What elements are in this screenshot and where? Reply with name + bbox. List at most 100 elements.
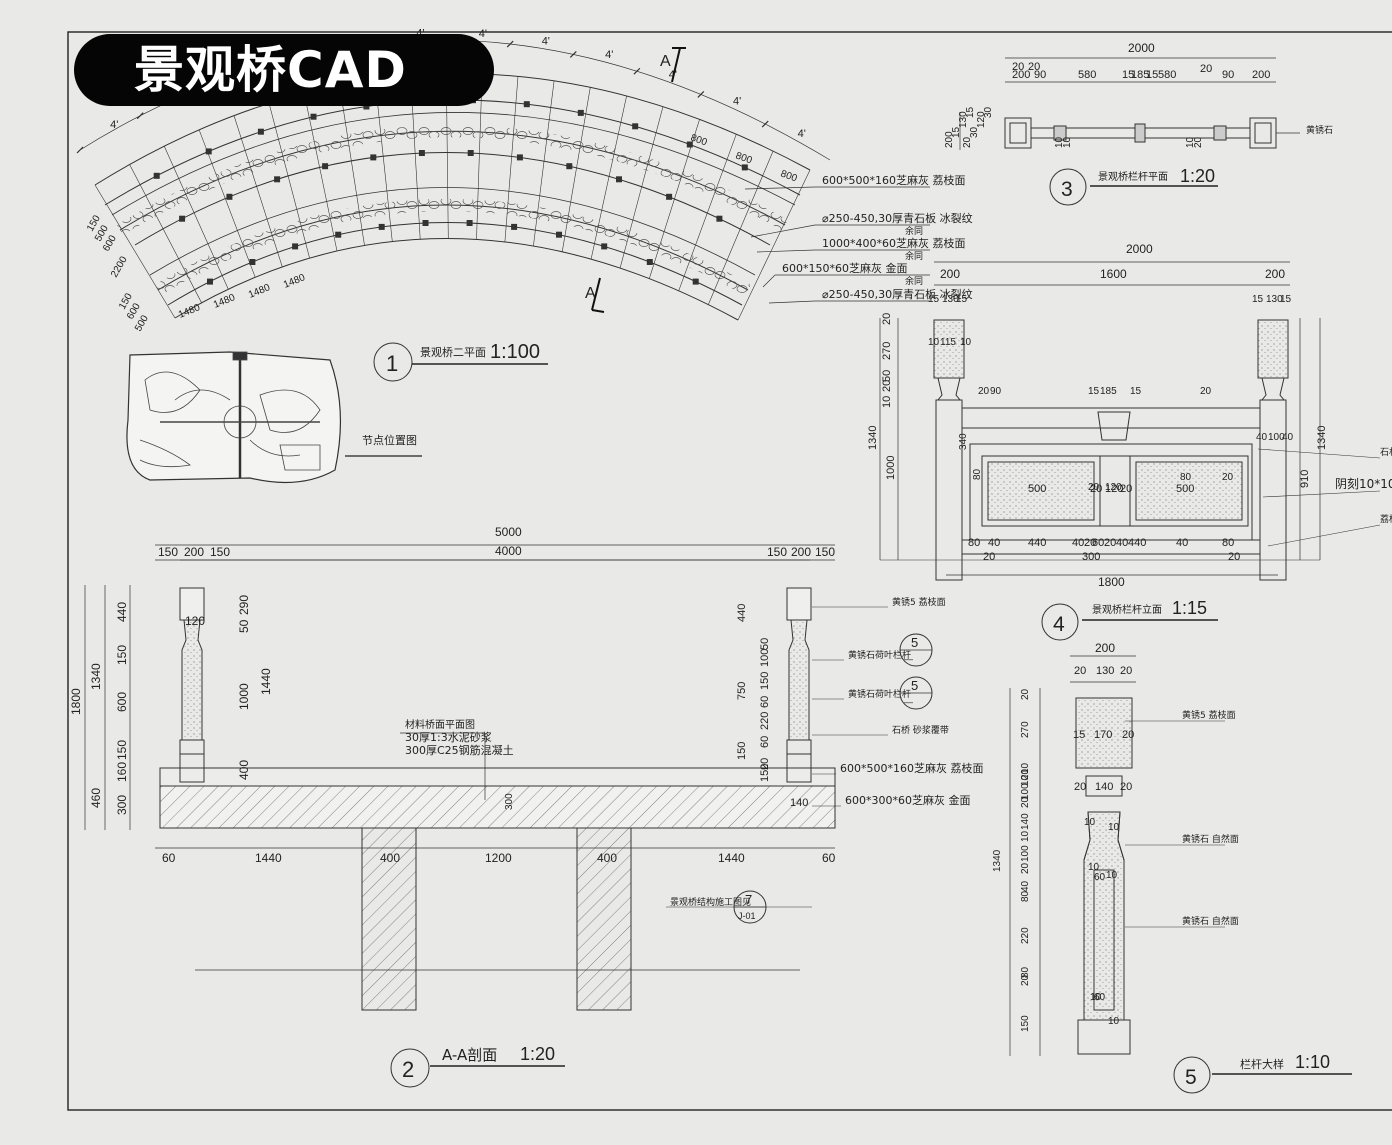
section-post-dimension: 50 (237, 619, 251, 633)
section-callout: 景观桥结构施工图见 (670, 896, 751, 908)
view5-shaft-dimension: 10 (1084, 817, 1096, 828)
plan-post (466, 220, 473, 226)
view4-post-dimension: 15 (956, 294, 968, 305)
view5-shaft-dimension: 10 (1090, 992, 1102, 1003)
dimension-line (504, 76, 519, 242)
view3-left-dimension: 20 (962, 136, 973, 148)
view4-bottom-dimension: 20 (1104, 537, 1116, 549)
section-right-post-dimension: 100 (759, 649, 771, 667)
detail-ref-number: 5 (911, 635, 918, 650)
view5-number-circle (1173, 1056, 1211, 1094)
arc-dimension-label: 4' (798, 128, 806, 140)
view4-inner-dimension: 15 (1088, 386, 1100, 397)
view4-bottom-sub-dimension: 300 (1082, 551, 1100, 563)
arc-dimension-label: 4' (733, 95, 741, 107)
dimension-line (697, 91, 705, 98)
section-right-post-dimension: 50 (759, 638, 771, 650)
dimension-line (94, 184, 176, 319)
view4-left-dimension: 10 (881, 396, 893, 408)
view5-shaft-dimension: 10 (1106, 870, 1118, 881)
view3-mid-dimension: 20 (1193, 136, 1204, 148)
view5-left-dimension: 10 (1020, 774, 1031, 786)
plan-post (226, 193, 233, 200)
view3-top-dimension: 200 (1012, 69, 1030, 81)
view4-right-dimension: 1340 (1316, 426, 1328, 450)
dimension-line (129, 164, 202, 303)
detail-ref-sheet: — (904, 697, 913, 707)
view5-railing-detail (1075, 697, 1133, 1055)
view3-top-dimension: 90 (1222, 69, 1234, 81)
view4-number: 4 (1053, 613, 1065, 636)
section-total-dimension: 5000 (495, 525, 522, 539)
plan-post (577, 109, 584, 116)
view3-top-dimension: 200 (1252, 69, 1270, 81)
plan-bottom-dimension: 1480 (177, 302, 202, 321)
dimension-line (561, 87, 591, 252)
view3-left-dimension: 200 (944, 131, 955, 148)
section-right-post-dimension: 60 (759, 736, 771, 748)
view1-title: 景观桥二平面 (420, 346, 486, 359)
view4-inner-dimension: 40 (1256, 432, 1268, 443)
plan-post (646, 259, 653, 265)
plan-post (153, 172, 160, 179)
plan-post (422, 220, 429, 226)
view4-bottom-sub-dimension: 20 (1228, 551, 1240, 563)
view4-bottom-dimension: 80 (968, 537, 980, 549)
dimension-line (374, 79, 393, 242)
dimension-line (762, 274, 776, 288)
view1-number: 1 (386, 351, 398, 376)
view3-top-dimension: 580 (1078, 69, 1096, 81)
plan-post (616, 176, 622, 183)
plan-post (632, 123, 639, 130)
dimension-line (619, 106, 664, 269)
dimension-line (506, 40, 514, 48)
plan-radial-joints (94, 73, 811, 321)
section-mark-bottom: A (585, 285, 596, 302)
view5-inner-top: 170 (1094, 729, 1112, 741)
dimension-line (761, 120, 769, 128)
detail-ref-sheet: — (904, 654, 913, 664)
dimension-line (533, 80, 555, 247)
section-left-top-dimension: 200 (184, 545, 204, 559)
section-callout: 600*500*160芝麻灰 荔枝面 (840, 761, 983, 775)
view4-inner-dimension: 185 (1100, 386, 1117, 397)
view2-number-circle (390, 1048, 430, 1088)
plan-post (666, 193, 673, 200)
section-left-top-dimension: 150 (158, 545, 178, 559)
plan-note: ⌀250-450,30厚青石板 冰裂纹 (822, 211, 973, 225)
view4-bottom-dimension: 40 (1116, 537, 1128, 549)
view4-panel-dimension: 500 (1028, 483, 1046, 495)
dimension-line (233, 115, 283, 267)
section-right-post-dimension: 140 (790, 797, 808, 809)
view5-left-dimension: 100 (1020, 783, 1031, 800)
view4-bottom-dimension: 80 (1222, 537, 1234, 549)
section-layer-note: 300厚C25钢筋混凝土 (405, 743, 514, 757)
detail-ref-number: 5 (911, 678, 918, 693)
section-post-dimension: 1440 (259, 668, 273, 695)
view5-shaft-dimension: 10 (1108, 1016, 1120, 1027)
view3-left-dimension: 120 (976, 111, 987, 128)
plan-post (741, 164, 748, 171)
dimension-line (76, 146, 84, 154)
view4-panel-dimension: 20 (1120, 483, 1132, 495)
view4-callout: 阴刻10*10线 (1335, 477, 1392, 491)
plan-post (716, 215, 723, 222)
plan-notes: 600*500*160芝麻灰 荔枝面⌀250-450,30厚青石板 冰裂纹100… (744, 173, 973, 304)
plan-note: 600*500*160芝麻灰 荔枝面 (822, 173, 965, 187)
view5-callout: 黄锈石 自然面 (1182, 833, 1239, 845)
view5-left-dimension: 20 (1020, 768, 1031, 780)
view5-shaft-dimension: 10 (1108, 822, 1120, 833)
view3-left-dimension: 15 (951, 126, 962, 138)
view5-left-dimension: 80 (1020, 890, 1031, 902)
section-height-part: 150 (115, 740, 129, 760)
sheet-border (67, 31, 1392, 1111)
plan-post (363, 103, 370, 110)
view3-mid-dimension: 10 (1185, 136, 1196, 148)
dimension-line (569, 51, 577, 58)
section-callout: 石桥 砂浆覆带 (892, 724, 949, 736)
view5-shaft-dimension: 10 (1088, 862, 1100, 873)
view4-bottom-dimension: 40 (1072, 537, 1084, 549)
